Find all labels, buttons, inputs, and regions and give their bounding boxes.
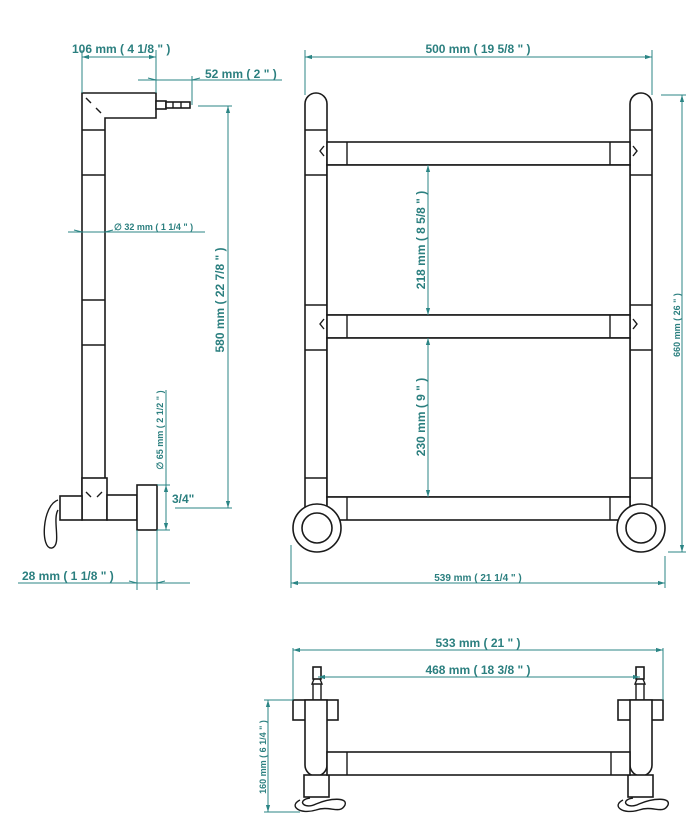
dim-side-plug-length: 52 mm ( 2 " ) [205,67,277,81]
left-valve-wheel [292,503,342,553]
dim-top-overall-width: 533 mm ( 21 " ) [435,636,520,650]
lower-panel [326,337,631,498]
dim-side-width-top: 106 mm ( 4 1/8 " ) [72,42,170,56]
right-valve-wheel [616,503,666,553]
middle-bar [326,314,631,339]
side-view: 106 mm ( 4 1/8 " ) 52 mm ( 2 " ) 580 mm … [18,42,282,590]
front-view: 500 mm ( 19 5/8 " ) 660 mm ( 26 " ) 218 … [290,42,686,588]
top-view-bar [326,751,631,776]
dim-tube-diameter: ∅ 32 mm ( 1 1/4 " ) [114,222,193,232]
valve-plug [155,100,191,110]
dim-flange-depth: 28 mm ( 1 1/8 " ) [22,569,114,583]
dim-side-height: 580 mm ( 22 7/8 " ) [213,247,227,352]
dim-lower-gap: 230 mm ( 9 " ) [414,378,428,456]
dim-flange-diameter: ∅ 65 mm ( 2 1/2 " ) [155,390,165,469]
dim-centers: 468 mm ( 18 3/8 " ) [425,663,530,677]
wall-flange [136,484,158,531]
dim-front-height: 660 mm ( 26 " ) [672,293,682,357]
dim-overall-width: 539 mm ( 21 1/4 " ) [434,573,522,584]
valve-handle [43,499,59,549]
top-bar [326,141,631,166]
dim-depth: 160 mm ( 6 1/4 " ) [258,720,268,794]
top-view: 533 mm ( 21 " ) 468 mm ( 18 3/8 " ) 160 … [258,636,669,813]
bottom-bar [326,496,631,521]
upper-panel [326,164,631,316]
right-connector [617,666,669,813]
dim-upper-gap: 218 mm ( 8 5/8 " ) [414,191,428,289]
dim-thread: 3/4" [172,492,194,506]
left-connector [292,666,346,813]
dim-front-width: 500 mm ( 19 5/8 " ) [425,42,530,56]
